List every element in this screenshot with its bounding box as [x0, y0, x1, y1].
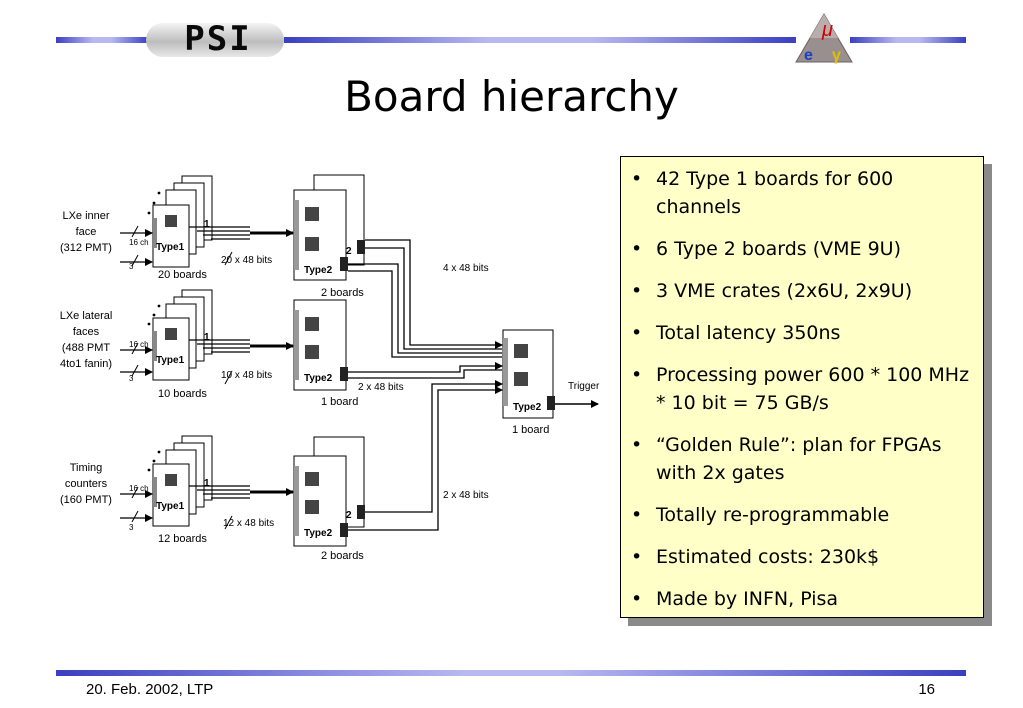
- source-label-line: (312 PMT): [60, 242, 112, 254]
- type2-peek: 2: [346, 246, 352, 257]
- gamma-symbol: γ: [832, 47, 841, 64]
- type1-peek: 1: [204, 219, 210, 230]
- output-label: 4 x 48 bits: [443, 263, 489, 274]
- bus-label: 20 x 48 bits: [221, 255, 272, 266]
- bullet-item: • Totally re-programmable: [629, 501, 973, 529]
- bullet-dot: •: [631, 546, 643, 568]
- bullet-item: • 3 VME crates (2x6U, 2x9U): [629, 277, 973, 305]
- type2-count: 2 boards: [321, 550, 364, 562]
- type2-label: Type2: [304, 265, 333, 276]
- bullet-text: “Golden Rule”: plan for FPGAs with 2x ga…: [656, 434, 942, 484]
- mu-symbol: μ: [821, 19, 833, 41]
- bullet-dot: •: [631, 364, 643, 386]
- source-label-line: Timing: [70, 462, 103, 474]
- group-lateral-faces: LXe lateral faces (488 PMT 4to1 fanin) 1…: [60, 289, 358, 408]
- type2-count: 1 board: [321, 396, 358, 408]
- channel-label: 16 ch: [129, 238, 149, 247]
- bullet-dot: •: [631, 504, 643, 526]
- bullet-list: • 42 Type 1 boards for 600 channels • 6 Ty…: [621, 157, 983, 613]
- type1-label: Type1: [156, 355, 185, 366]
- bus-label: 10 x 48 bits: [221, 370, 272, 381]
- bullet-item: • 42 Type 1 boards for 600 channels: [629, 165, 973, 221]
- source-label-line: faces: [73, 326, 100, 338]
- type2-board: [293, 189, 347, 281]
- bullet-item: • Processing power 600 * 100 MHz * 10 bit…: [629, 361, 973, 417]
- type1-label: Type1: [156, 501, 185, 512]
- type2-peek: 2: [346, 510, 352, 521]
- footer-rule: [56, 670, 966, 676]
- board-count: 20 boards: [158, 269, 207, 281]
- bullet-text: Processing power 600 * 100 MHz * 10 bit …: [656, 364, 970, 414]
- group-timing-counters: Timing counters (160 PMT) 16 ch 3 1 Type…: [60, 435, 365, 562]
- final-type2: Type2 1 board Trigger: [502, 329, 600, 436]
- bullet-item: • Total latency 350ns: [629, 319, 973, 347]
- bus-label: 12 x 48 bits: [223, 518, 274, 529]
- header-rule-right: [850, 37, 966, 43]
- bullet-item: • 6 Type 2 boards (VME 9U): [629, 235, 973, 263]
- source-label-line: LXe lateral: [60, 310, 113, 322]
- type2-count: 2 boards: [321, 287, 364, 299]
- channel-label: 16 ch: [129, 340, 149, 349]
- board-hierarchy-diagram: LXe inner face (312 PMT) 16 ch 3 1 Type1…: [60, 174, 600, 562]
- bullet-text: Total latency 350ns: [656, 322, 841, 344]
- type2-label: Type2: [304, 528, 333, 539]
- page-number: 16: [918, 681, 935, 698]
- bullet-dot: •: [631, 588, 643, 610]
- mu-e-gamma-logo: μ e γ: [795, 13, 853, 64]
- bullet-text: 3 VME crates (2x6U, 2x9U): [656, 280, 913, 302]
- input-count-label: 3: [129, 262, 134, 271]
- type1-board: [152, 317, 190, 381]
- bullet-text: 6 Type 2 boards (VME 9U): [656, 238, 901, 260]
- type2-board: [293, 455, 347, 547]
- slide-title: Board hierarchy: [344, 72, 679, 121]
- final-type2-count: 1 board: [512, 424, 549, 436]
- source-label-line: face: [76, 226, 97, 238]
- bullet-dot: •: [631, 434, 643, 456]
- group-inner-face: LXe inner face (312 PMT) 16 ch 3 1 Type1…: [60, 174, 365, 299]
- bullet-dot: •: [631, 280, 643, 302]
- output-buses: [348, 239, 503, 531]
- bullet-text: 42 Type 1 boards for 600 channels: [656, 168, 894, 218]
- type1-board: [152, 204, 190, 268]
- type1-board: [152, 463, 190, 527]
- type1-peek: 1: [204, 332, 210, 343]
- bullet-item: • “Golden Rule”: plan for FPGAs with 2x g…: [629, 431, 973, 487]
- final-type2-label: Type2: [513, 402, 542, 413]
- source-label-line: 4to1 fanin): [60, 358, 112, 370]
- e-symbol: e: [804, 47, 813, 64]
- source-label-line: (488 PMT: [62, 342, 111, 354]
- bullet-dot: •: [631, 322, 643, 344]
- trigger-label: Trigger: [568, 381, 600, 392]
- board-count: 12 boards: [158, 533, 207, 545]
- source-label-line: LXe inner: [62, 210, 109, 222]
- bullet-item: • Made by INFN, Pisa: [629, 585, 973, 613]
- bullet-dot: •: [631, 238, 643, 260]
- input-count-label: 3: [129, 523, 134, 532]
- source-label-line: (160 PMT): [60, 494, 112, 506]
- board-count: 10 boards: [158, 388, 207, 400]
- bullet-dot: •: [631, 168, 643, 190]
- header-rule-middle: [284, 37, 796, 43]
- bullet-text: Estimated costs: 230k$: [656, 546, 880, 568]
- footer-date: 20. Feb. 2002, LTP: [86, 681, 214, 698]
- source-label-line: counters: [65, 478, 108, 490]
- output-label: 2 x 48 bits: [443, 490, 489, 501]
- type1-peek: 1: [204, 478, 210, 489]
- input-count-label: 3: [129, 374, 134, 383]
- bullet-item: • Estimated costs: 230k$: [629, 543, 973, 571]
- type1-label: Type1: [156, 242, 185, 253]
- bullet-text: Totally re-programmable: [656, 504, 890, 526]
- header-rule-left: [56, 37, 148, 43]
- output-label: 2 x 48 bits: [358, 382, 404, 393]
- channel-label: 16 ch: [129, 484, 149, 493]
- type2-label: Type2: [304, 373, 333, 384]
- psi-logo-text: PSI: [184, 19, 252, 59]
- psi-logo: [146, 23, 284, 57]
- bullet-text: Made by INFN, Pisa: [656, 588, 839, 610]
- bullet-box: • 42 Type 1 boards for 600 channels • 6 Ty…: [620, 156, 984, 618]
